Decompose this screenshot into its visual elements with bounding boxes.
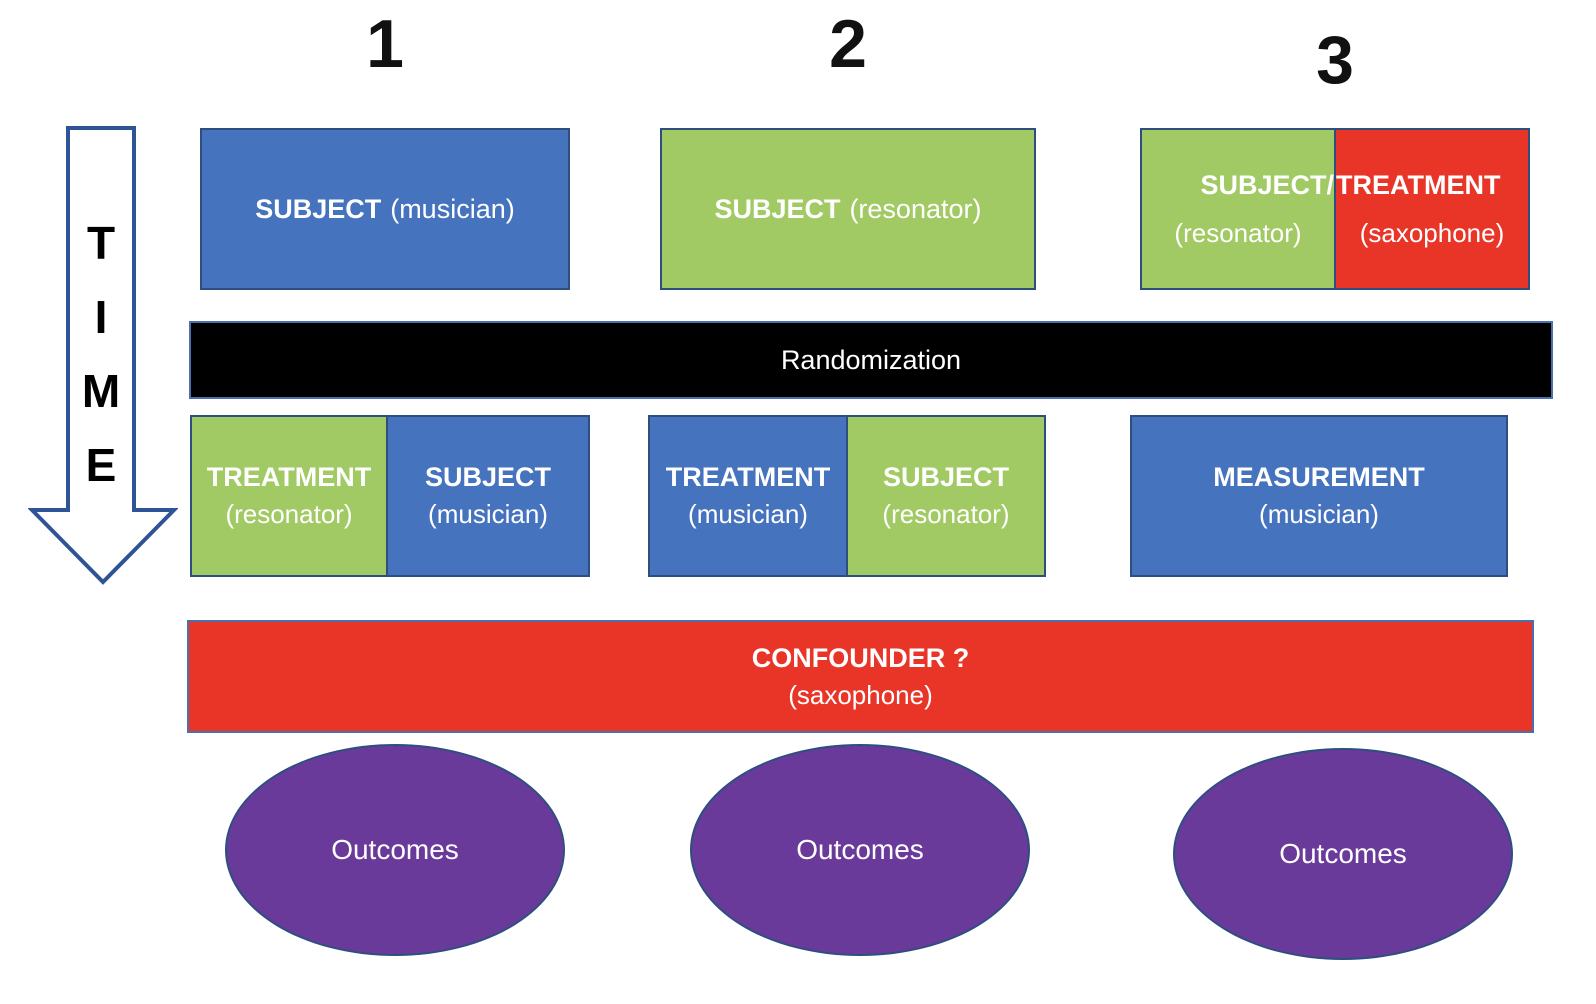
col2-stage1-label: SUBJECT (resonator)	[662, 130, 1034, 288]
col1-stage2-box: TREATMENT (resonator) SUBJECT (musician)	[190, 415, 590, 577]
time-arrow-icon	[28, 126, 178, 585]
col1-stage2-treatment-segment: TREATMENT (resonator)	[192, 417, 389, 575]
col2-stage2-subject-label: SUBJECT	[882, 462, 1010, 492]
col3-stage1-subject-treatment-box: SUBJECT/ (resonator) TREATMENT (saxophon…	[1140, 128, 1530, 290]
col1-stage2-treatment-label: TREATMENT	[206, 462, 372, 492]
col2-stage2-subject-sub: (resonator)	[882, 499, 1010, 529]
col2-stage2-treatment-label: TREATMENT	[665, 462, 831, 492]
outcome-ellipse-1: Outcomes	[225, 744, 565, 956]
col3-stage2-measurement-box: MEASUREMENT (musician)	[1130, 415, 1508, 577]
col1-stage2-subject-label: SUBJECT	[425, 462, 552, 492]
col3-stage2-measurement-segment: MEASUREMENT (musician)	[1132, 417, 1506, 575]
outcome-ellipse-2: Outcomes	[690, 744, 1030, 956]
col3-stage1-saxophone-label: (saxophone)	[1359, 217, 1505, 248]
col1-stage1-label-normal: (musician)	[390, 193, 515, 224]
col3-stage1-resonator-segment: SUBJECT/ (resonator)	[1140, 128, 1335, 290]
column-number-2: 2	[829, 6, 867, 82]
col3-stage1-title-right: TREATMENT	[1336, 169, 1501, 200]
randomization-label: Randomization	[780, 344, 962, 375]
col3-stage1-saxophone-segment: TREATMENT (saxophone)	[1335, 128, 1530, 290]
confounder-label: CONFOUNDER ?	[751, 642, 970, 673]
col1-stage2-subject-sub: (musician)	[428, 499, 548, 529]
outcome-label-3: Outcomes	[1279, 838, 1407, 869]
col3-stage2-measurement-label: MEASUREMENT	[1213, 462, 1425, 492]
time-letter-i: I	[94, 291, 108, 343]
confounder-bar: CONFOUNDER ? (saxophone)	[187, 620, 1534, 733]
time-letter-m: M	[81, 365, 121, 417]
col2-stage2-subject-segment: SUBJECT (resonator)	[848, 417, 1044, 575]
col2-stage1-subject-box: SUBJECT (resonator)	[660, 128, 1036, 290]
col1-stage2-treatment-sub: (resonator)	[225, 499, 353, 529]
outcome-ellipse-3: Outcomes	[1173, 748, 1513, 960]
col2-stage2-box: TREATMENT (musician) SUBJECT (resonator)	[648, 415, 1046, 577]
col2-stage2-treatment-sub: (musician)	[688, 499, 808, 529]
col2-stage1-label-bold: SUBJECT	[714, 193, 841, 224]
time-letter-e: E	[85, 439, 117, 491]
time-arrow-label: T I M E	[68, 206, 134, 502]
outcome-label-2: Outcomes	[796, 834, 924, 865]
col3-stage2-measurement-sub: (musician)	[1259, 499, 1379, 529]
col1-stage2-subject-segment: SUBJECT (musician)	[388, 417, 588, 575]
col2-stage2-treatment-segment: TREATMENT (musician)	[650, 417, 848, 575]
col1-stage1-subject-box: SUBJECT (musician)	[200, 128, 570, 290]
col3-stage1-title-left: SUBJECT/	[1200, 169, 1334, 200]
confounder-sub: (saxophone)	[788, 679, 933, 710]
randomization-bar: Randomization	[189, 321, 1553, 399]
col1-stage1-label-bold: SUBJECT	[255, 193, 382, 224]
time-letter-t: T	[86, 217, 116, 269]
col1-stage1-label: SUBJECT (musician)	[202, 130, 568, 288]
col2-stage1-label-normal: (resonator)	[849, 193, 982, 224]
outcome-label-1: Outcomes	[331, 834, 459, 865]
column-number-1: 1	[366, 6, 404, 82]
col3-stage1-resonator-label: (resonator)	[1174, 217, 1302, 248]
column-number-3: 3	[1316, 22, 1354, 98]
